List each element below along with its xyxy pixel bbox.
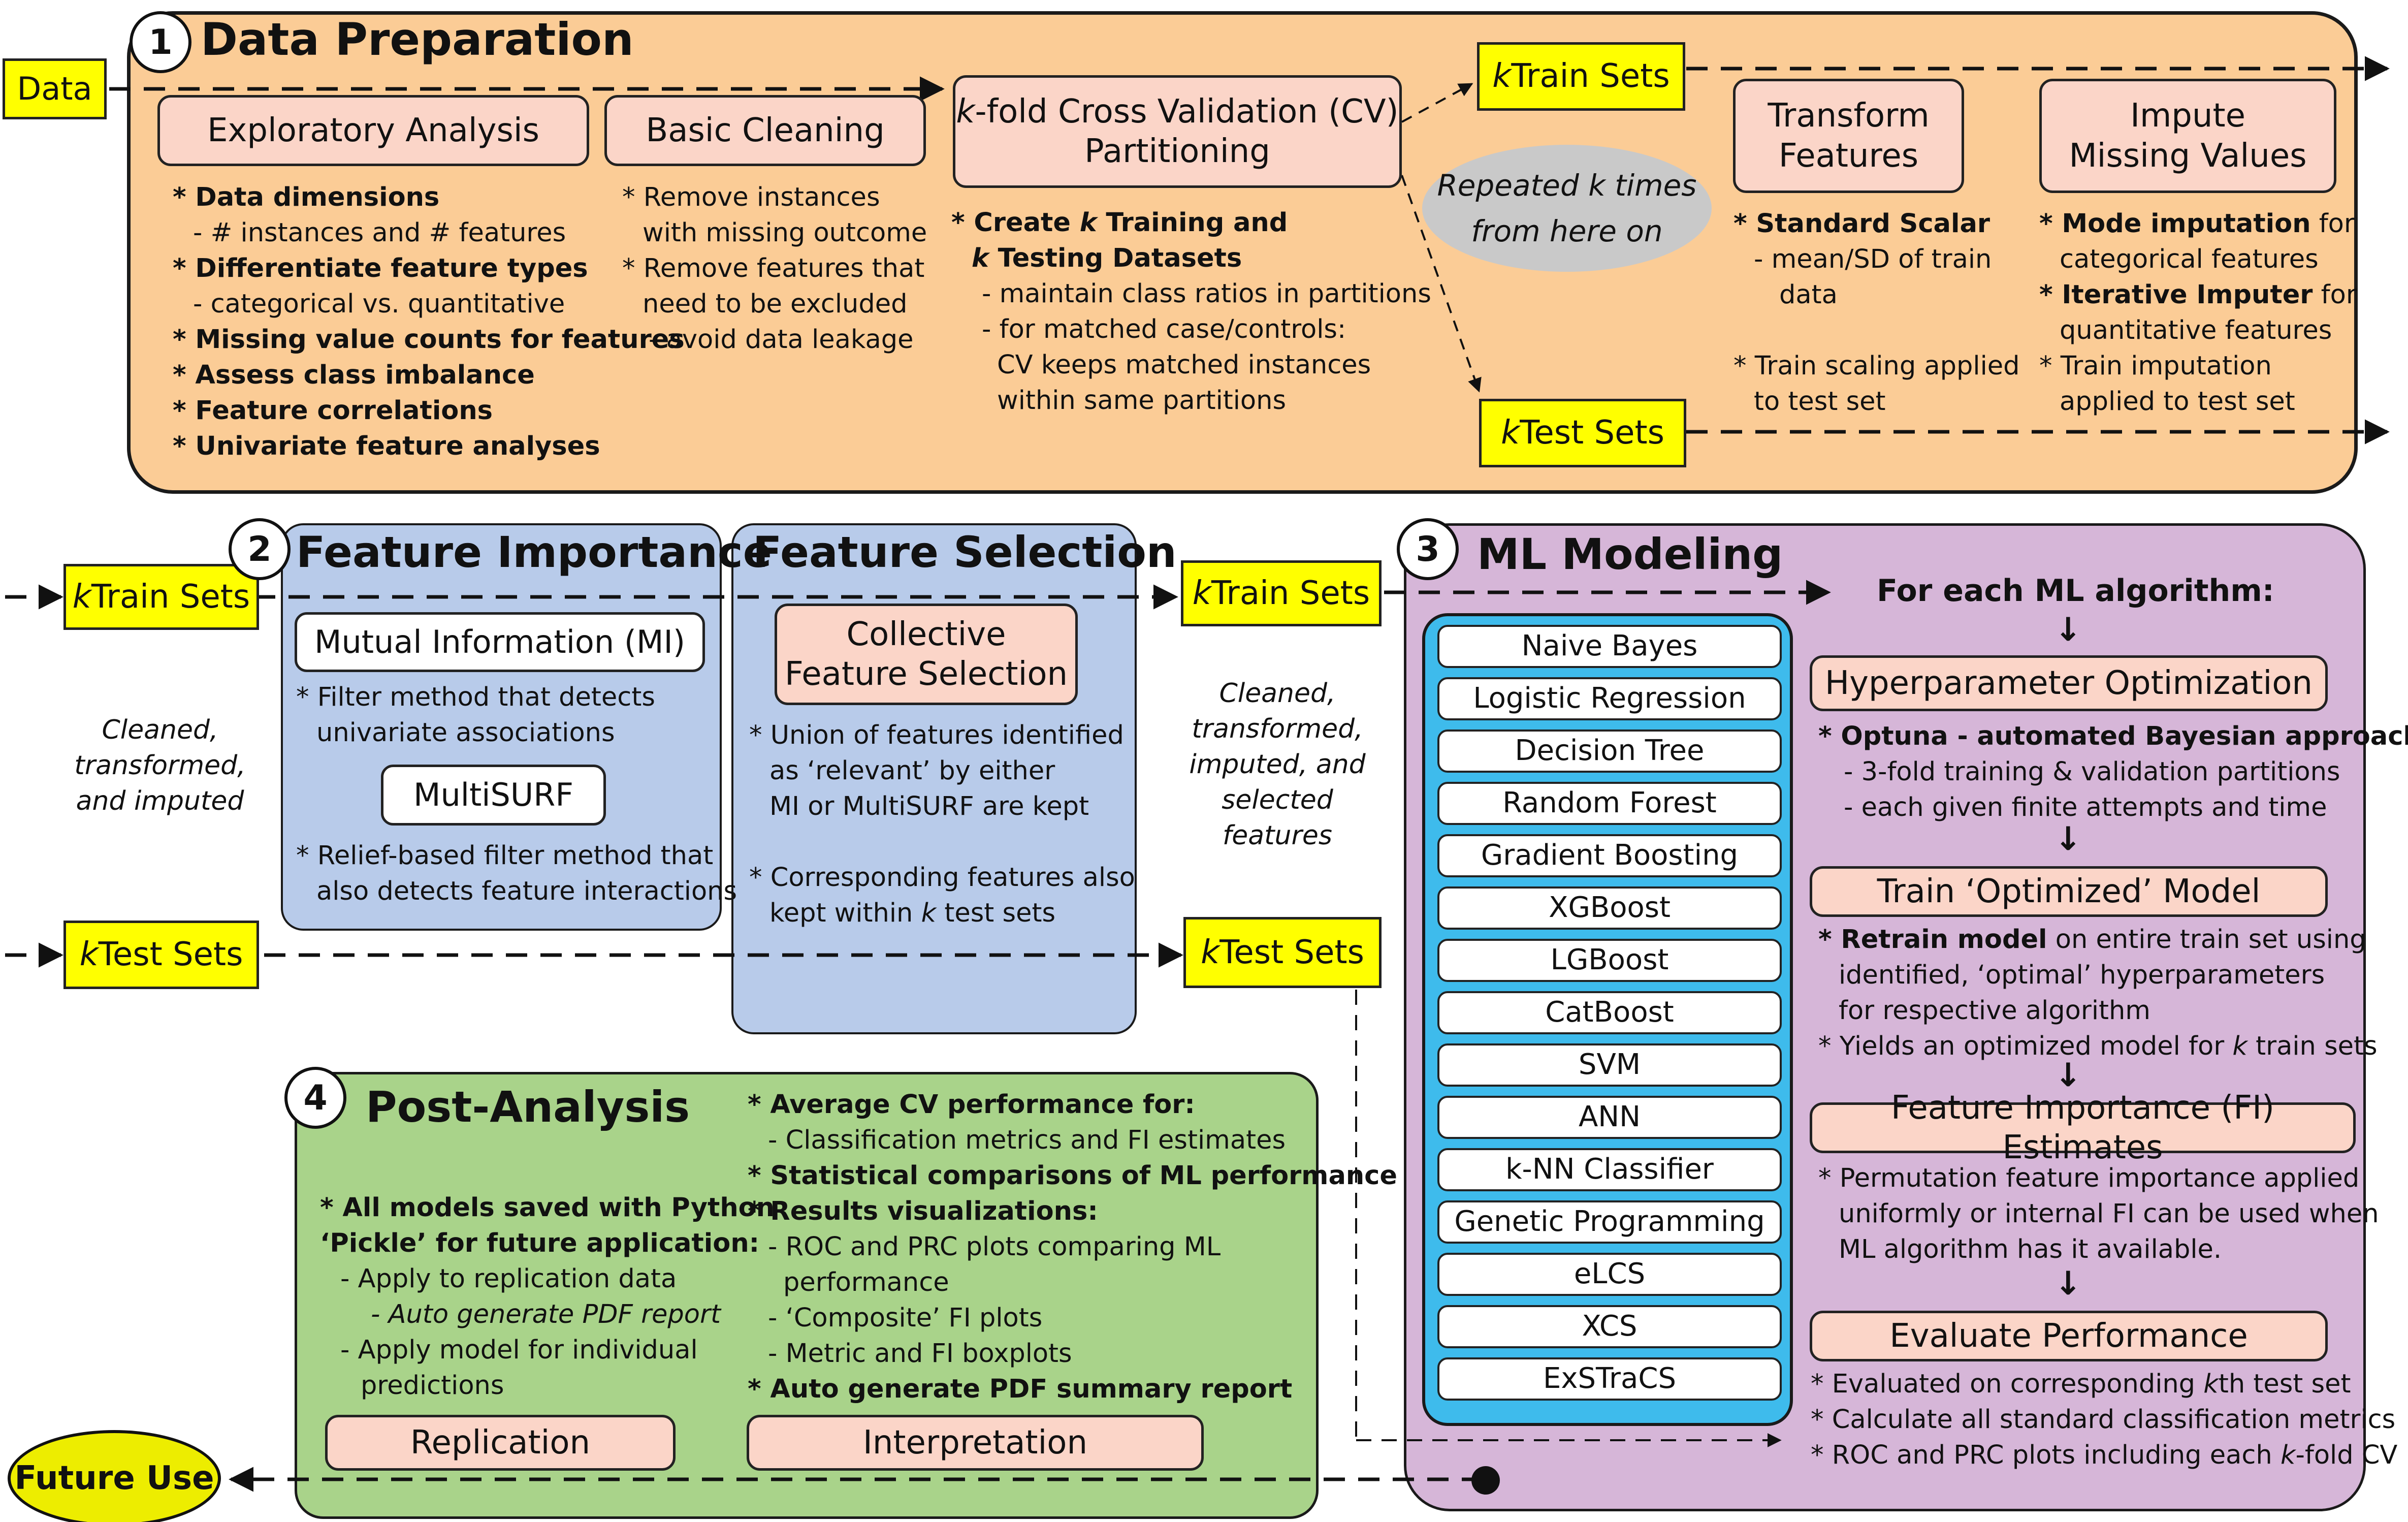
cv-notes: * Create k Training and k Testing Datase… xyxy=(951,208,1431,416)
k-test-sets-box-2: k Test Sets xyxy=(63,921,259,989)
down-arrow-icon: ↓ xyxy=(2054,1265,2082,1303)
down-arrow-icon: ↓ xyxy=(2054,1057,2082,1094)
algo-ann: ANN xyxy=(1437,1096,1782,1139)
mutual-information-box: Mutual Information (MI) xyxy=(295,612,705,672)
section-1-badge: 1 xyxy=(130,11,191,73)
exploratory-analysis-box: Exploratory Analysis xyxy=(157,95,589,166)
future-use-ellipse: Future Use xyxy=(8,1430,221,1522)
algo-knn-classifier: k-NN Classifier xyxy=(1437,1148,1782,1191)
cleaned-transformed-imputed-note: Cleaned, transformed, and imputed xyxy=(74,715,246,816)
interpretation-box: Interpretation xyxy=(747,1415,1204,1471)
algo-svm: SVM xyxy=(1437,1043,1782,1087)
hyperparameter-optimization-box: Hyperparameter Optimization xyxy=(1810,655,2328,711)
train-model-notes: * Retrain model on entire train set usin… xyxy=(1818,925,2378,1061)
junction-dot xyxy=(1471,1466,1500,1495)
algo-naive-bayes: Naive Bayes xyxy=(1437,625,1782,668)
post-analysis-right-notes: * Average CV performance for: - Classifi… xyxy=(748,1090,1397,1404)
k-test-sets-box-1: k Test Sets xyxy=(1479,399,1686,467)
replication-box: Replication xyxy=(325,1415,676,1471)
section-4-badge: 4 xyxy=(284,1067,346,1129)
k-train-sets-box-3: k Train Sets xyxy=(1181,560,1382,626)
algo-logistic-regression: Logistic Regression xyxy=(1437,677,1782,720)
algo-catboost: CatBoost xyxy=(1437,991,1782,1034)
post-analysis-title: Post-Analysis xyxy=(366,1082,690,1132)
impute-notes: * Mode imputation for categorical featur… xyxy=(2039,209,2357,417)
algo-random-forest: Random Forest xyxy=(1437,782,1782,825)
algo-genetic-programming: Genetic Programming xyxy=(1437,1200,1782,1244)
section-2-badge: 2 xyxy=(229,518,291,580)
post-analysis-left-notes: * All models saved with Python ‘Pickle’ … xyxy=(320,1193,775,1401)
feature-importance-panel xyxy=(281,523,722,931)
data-preparation-title: Data Preparation xyxy=(201,13,634,66)
transform-notes: * Standard Scalar - mean/SD of train dat… xyxy=(1733,209,2020,417)
algo-xcs: XCS xyxy=(1437,1305,1782,1348)
multisurf-notes: * Relief-based filter method that also d… xyxy=(296,841,737,906)
mi-notes: * Filter method that detects univariate … xyxy=(296,682,655,748)
algo-xgboost: XGBoost xyxy=(1437,886,1782,930)
k-test-sets-box-3: k Test Sets xyxy=(1183,917,1382,988)
feature-selection-notes: * Union of features identified as ‘relev… xyxy=(749,720,1135,928)
algo-exstracs: ExSTraCS xyxy=(1437,1357,1782,1401)
algo-lgboost: LGBoost xyxy=(1437,939,1782,982)
exploratory-notes: * Data dimensions - # instances and # fe… xyxy=(173,182,685,461)
evaluate-notes: * Evaluated on corresponding kth test se… xyxy=(1811,1369,2398,1470)
algo-gradient-boosting: Gradient Boosting xyxy=(1437,834,1782,877)
for-each-ml-algorithm-label: For each ML algorithm: xyxy=(1877,573,2274,609)
k-train-sets-box-2: k Train Sets xyxy=(63,564,259,630)
algo-elcs: eLCS xyxy=(1437,1253,1782,1296)
cleaned-selected-features-note: Cleaned, transformed, imputed, and selec… xyxy=(1189,678,1366,851)
train-optimized-model-box: Train ‘Optimized’ Model xyxy=(1810,866,2328,917)
k-train-sets-box-1: k Train Sets xyxy=(1477,42,1685,111)
algo-decision-tree: Decision Tree xyxy=(1437,730,1782,773)
feature-importance-estimates-box: Feature Importance (FI) Estimates xyxy=(1810,1089,2356,1166)
basic-cleaning-notes: * Remove instances with missing outcome … xyxy=(622,182,927,355)
hyperparameter-notes: * Optuna - automated Bayesian approach -… xyxy=(1818,721,2408,822)
data-input-box: Data xyxy=(3,58,107,119)
cv-partitioning-box: k-fold Cross Validation (CV) Partitionin… xyxy=(953,75,1402,188)
feature-importance-title: Feature Importance xyxy=(296,527,772,577)
basic-cleaning-box: Basic Cleaning xyxy=(604,95,926,166)
feature-selection-title: Feature Selection xyxy=(753,527,1177,577)
ml-modeling-title: ML Modeling xyxy=(1477,529,1783,579)
section-3-badge: 3 xyxy=(1397,518,1459,580)
evaluate-performance-box: Evaluate Performance xyxy=(1810,1311,2328,1361)
multisurf-box: MultiSURF xyxy=(381,765,606,826)
repeated-k-times-ellipse: Repeated k times from here on xyxy=(1422,145,1712,272)
down-arrow-icon: ↓ xyxy=(2054,611,2082,649)
fi-estimates-notes: * Permutation feature importance applied… xyxy=(1818,1163,2379,1264)
down-arrow-icon: ↓ xyxy=(2054,820,2082,858)
